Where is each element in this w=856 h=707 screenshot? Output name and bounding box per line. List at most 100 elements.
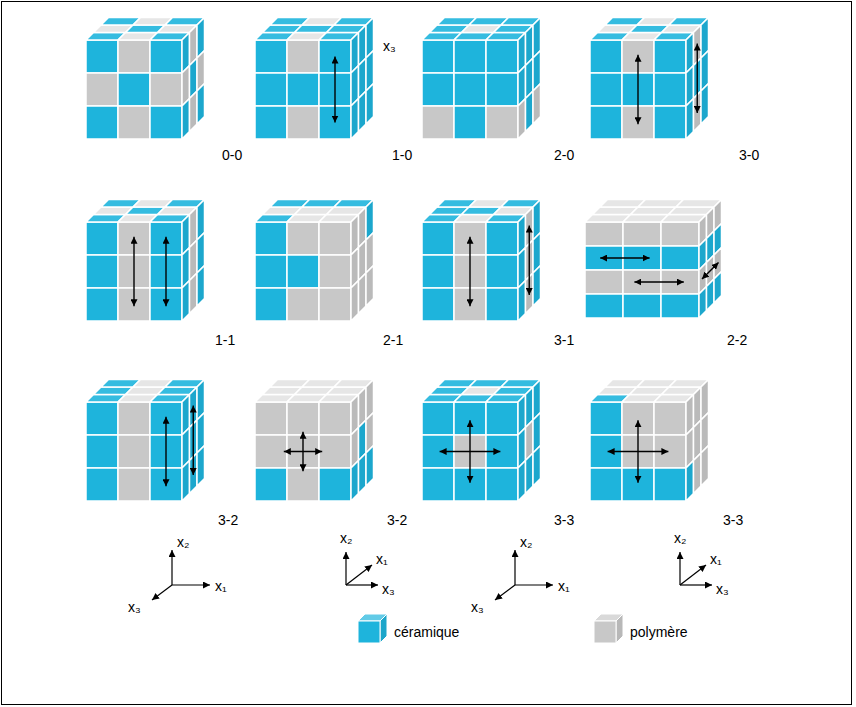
connectivity-label: 1-0	[392, 147, 412, 163]
cube-cell	[150, 73, 182, 106]
connectivity-label: 3-2	[387, 512, 407, 528]
axis-label: x₁	[215, 578, 227, 594]
legend-entry: polymère	[630, 623, 688, 641]
label-slot: 3-3	[554, 511, 574, 529]
connectivity-arrow	[165, 417, 166, 486]
cube-cell	[287, 222, 319, 255]
cube-cell	[255, 288, 287, 321]
cube-cell	[486, 402, 518, 435]
cube-cell	[422, 255, 454, 288]
cube-cell	[351, 99, 359, 140]
connectivity-arrow	[334, 57, 335, 123]
cube-cell	[150, 106, 182, 139]
axis-arrow	[152, 585, 172, 600]
label-slot: 0-0	[222, 146, 242, 164]
cube-cell	[150, 40, 182, 73]
legend-swatches	[358, 614, 623, 643]
connectivity-arrow	[133, 237, 134, 306]
cube-cell	[197, 446, 205, 487]
cube-cell	[533, 266, 541, 307]
connectivity-arrow	[193, 406, 194, 475]
cube-cell	[585, 222, 623, 246]
cube-cell	[366, 266, 374, 307]
axis-label: x₁	[558, 578, 570, 594]
cube-cell	[623, 222, 661, 246]
connectivity-label: 3-3	[554, 512, 574, 528]
cube-cell	[319, 402, 351, 435]
cube-cell	[118, 73, 150, 106]
cube-cell	[654, 40, 686, 73]
legend-swatch	[594, 614, 623, 643]
cube-cell	[197, 266, 205, 307]
cube-cell	[454, 40, 486, 73]
connectivity-arrow	[637, 420, 638, 483]
cube-cell	[287, 255, 319, 288]
composite-cube	[255, 18, 374, 140]
cube-cell	[359, 91, 367, 132]
cube-cell	[118, 402, 150, 435]
composite-cube	[86, 380, 205, 502]
cube-cell	[287, 468, 319, 501]
label-slot: x₂	[674, 529, 686, 547]
label-slot: x₂	[177, 533, 189, 551]
label-slot: x₃	[128, 598, 141, 616]
cube-cell	[86, 73, 118, 106]
cube-cell	[701, 446, 709, 487]
swatch-side	[380, 614, 387, 643]
cube-cell	[118, 40, 150, 73]
cube-cell	[118, 435, 150, 468]
cube-cell	[623, 294, 661, 318]
connectivity-arrow	[469, 237, 470, 306]
label-slot: 2-1	[383, 331, 403, 349]
cube-cell	[518, 99, 526, 140]
cube-cell	[86, 106, 118, 139]
cube-cell	[661, 294, 699, 318]
cube-cell	[590, 73, 622, 106]
composite-cube	[255, 200, 374, 322]
cube-cell	[86, 468, 118, 501]
label-slot: 3-0	[739, 146, 759, 164]
cube-cell	[590, 468, 622, 501]
cube-cell	[686, 99, 694, 140]
cube-cell	[255, 435, 287, 468]
cube-cell	[661, 222, 699, 246]
axis-label: x₁	[710, 551, 722, 567]
cube-cell	[654, 402, 686, 435]
cube-cell	[486, 222, 518, 255]
cube-cell	[518, 281, 526, 322]
cube-cell	[86, 288, 118, 321]
cube-cell	[590, 40, 622, 73]
swatch-front	[358, 621, 380, 643]
cube-cell	[86, 402, 118, 435]
cube-cell	[287, 288, 319, 321]
cube-cell	[287, 402, 319, 435]
label-slot: 1-0	[392, 146, 412, 164]
connectivity-arrow	[697, 44, 698, 113]
composite-cube	[590, 18, 709, 140]
cube-cell	[486, 255, 518, 288]
axis-arrow	[515, 584, 553, 585]
axis-triads	[152, 550, 712, 600]
cube-cell	[486, 73, 518, 106]
cube-cell	[86, 40, 118, 73]
connectivity-label: 2-0	[554, 147, 574, 163]
cube-cell	[319, 222, 351, 255]
label-slot: x₂	[340, 529, 352, 547]
label-slot: x₁	[558, 577, 570, 595]
cube-cell	[714, 272, 722, 304]
connectivity-arrow	[165, 237, 166, 306]
cube-cell	[422, 222, 454, 255]
cube-cell	[486, 106, 518, 139]
cube-cell	[422, 468, 454, 501]
cube-cell	[319, 288, 351, 321]
axis-label: x₃	[383, 38, 396, 54]
cube-cell	[86, 435, 118, 468]
cube-cell	[118, 468, 150, 501]
cube-cell	[287, 73, 319, 106]
axis-label: x₂	[340, 530, 352, 546]
axis-arrow	[346, 584, 378, 585]
cube-cell	[422, 402, 454, 435]
